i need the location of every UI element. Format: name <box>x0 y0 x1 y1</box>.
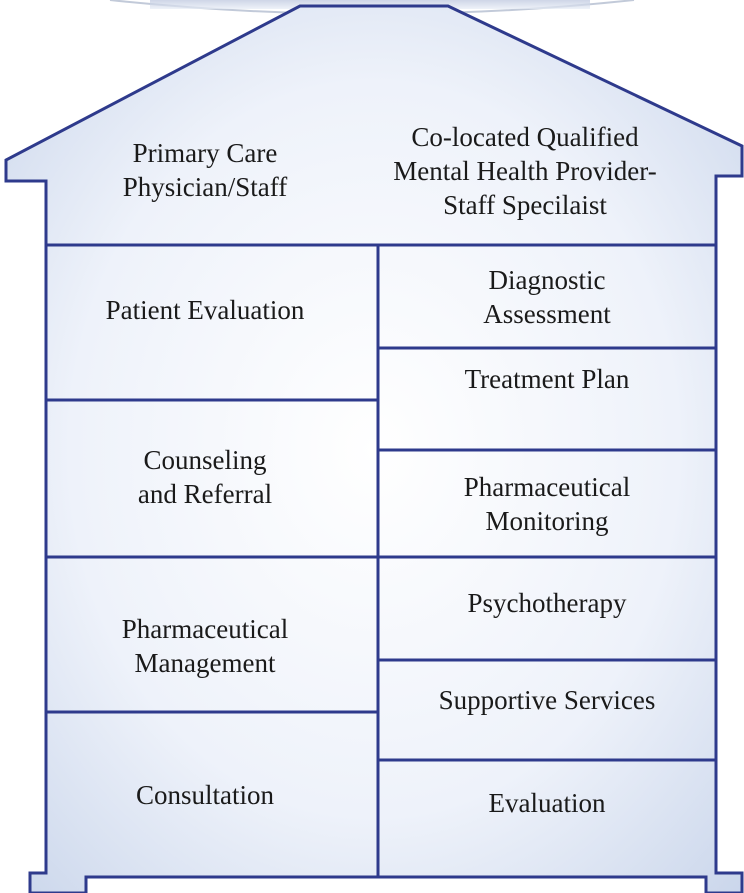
right-cell-psychotherapy: Psychotherapy <box>467 588 627 618</box>
left-cell-pharmaceutical-management: Pharmaceutical Management <box>121 614 289 678</box>
header-right-label: Co-located Qualified Mental Health Provi… <box>393 122 657 220</box>
house-outline <box>4 4 744 893</box>
right-cell-supportive-services: Supportive Services <box>438 685 656 715</box>
left-cell-counseling-referral: Counseling and Referral <box>137 445 273 509</box>
right-cell-evaluation: Evaluation <box>488 788 606 818</box>
right-cell-pharmaceutical-monitoring: Pharmaceutical Monitoring <box>463 471 631 536</box>
left-cell-patient-evaluation: Patient Evaluation <box>105 295 305 325</box>
left-cell-consultation: Consultation <box>135 780 274 810</box>
right-cell-diagnostic-assessment: Diagnostic Assessment <box>483 265 611 329</box>
right-cell-treatment-plan: Treatment Plan <box>464 364 630 394</box>
grid-lines <box>46 243 716 877</box>
header-left-label: Primary Care Physician/Staff <box>122 138 288 202</box>
